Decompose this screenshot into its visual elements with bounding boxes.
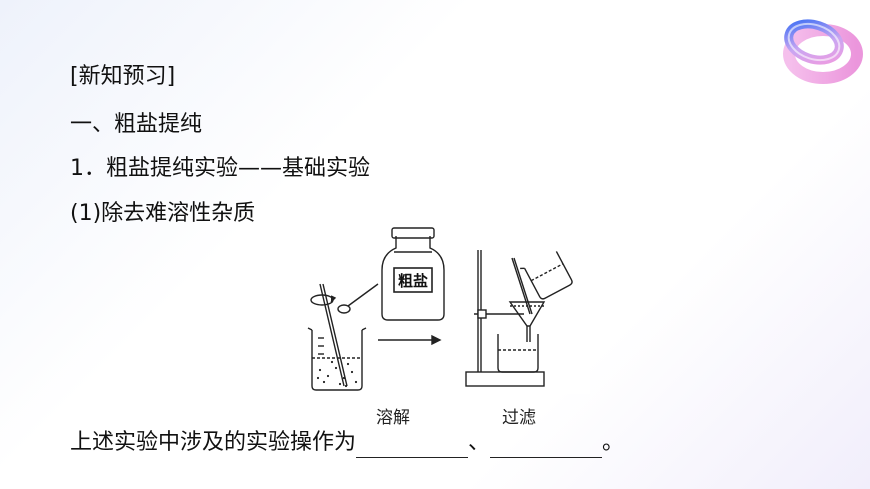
answer-2: 过滤 bbox=[502, 408, 537, 428]
spoon-icon bbox=[337, 283, 379, 314]
subsection-title: 1．粗盐提纯实验——基础实验 bbox=[70, 156, 370, 181]
question-sentence: 上述实验中涉及的实验操作为溶解、过滤。 bbox=[70, 408, 625, 458]
answer-blank-2: 过滤 bbox=[490, 408, 603, 458]
decorative-ring-icon bbox=[783, 19, 863, 84]
arrow-icon bbox=[378, 334, 442, 346]
heading-new-knowledge: [新知预习] bbox=[70, 64, 176, 89]
reagent-bottle-icon bbox=[381, 227, 445, 321]
sentence-prefix: 上述实验中涉及的实验操作为 bbox=[70, 430, 357, 455]
beaker-icon bbox=[307, 327, 367, 391]
stirring-rod-icon bbox=[310, 283, 348, 387]
item-title: (1)除去难溶性杂质 bbox=[70, 201, 256, 226]
experiment-illustration: 粗盐 bbox=[298, 222, 590, 394]
bottle-label: 粗盐 bbox=[398, 272, 428, 290]
answer-1: 溶解 bbox=[376, 408, 411, 428]
filter-stand-icon bbox=[465, 250, 573, 387]
answer-blank-1: 溶解 bbox=[356, 408, 469, 458]
sentence-suffix: 。 bbox=[602, 430, 625, 455]
sentence-separator: 、 bbox=[468, 430, 491, 455]
section-title: 一、粗盐提纯 bbox=[70, 112, 203, 137]
